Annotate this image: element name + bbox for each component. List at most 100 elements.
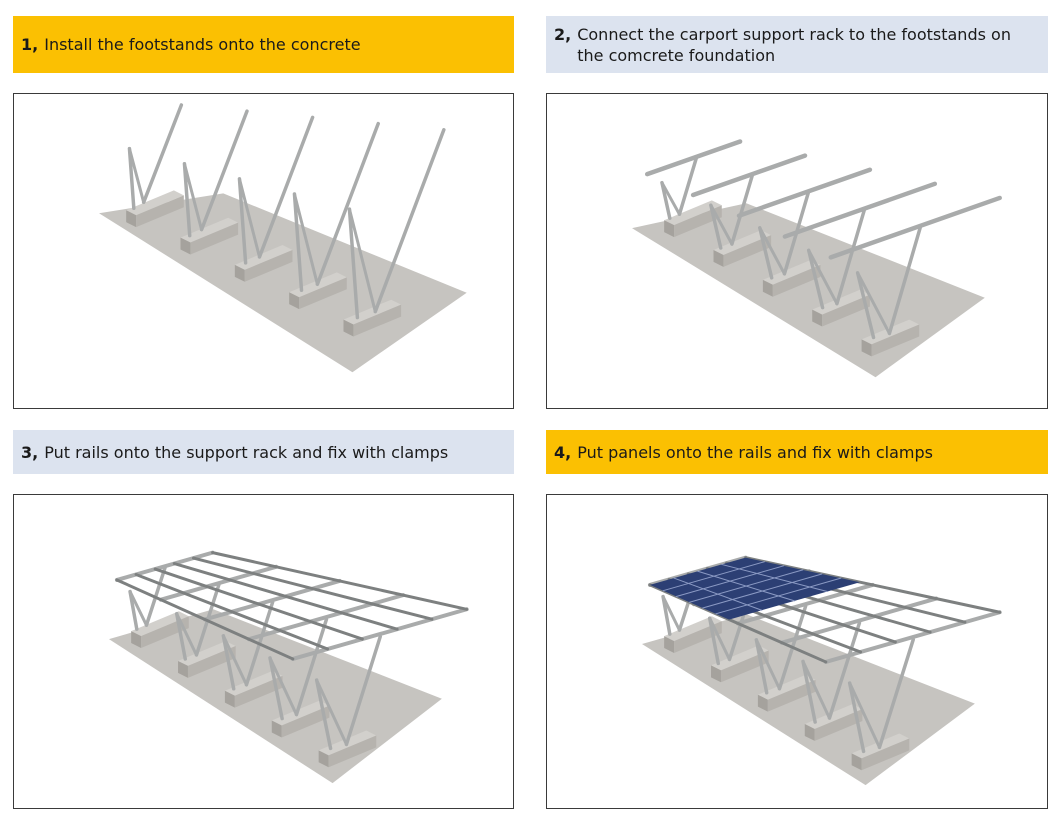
diagonal-brace bbox=[315, 678, 348, 746]
concrete-footing-front bbox=[772, 264, 821, 297]
diagonal-brace bbox=[661, 595, 681, 632]
concrete-footing-side bbox=[804, 724, 815, 741]
concrete-footing bbox=[180, 217, 239, 243]
diagonal-brace bbox=[127, 147, 146, 204]
concrete-footing bbox=[664, 616, 722, 642]
rear-post bbox=[877, 637, 915, 750]
step-4-text: Put panels onto the rails and fix with c… bbox=[577, 442, 933, 462]
diagonal-brace bbox=[268, 656, 298, 717]
rear-post bbox=[141, 103, 184, 205]
rear-post bbox=[835, 208, 866, 306]
concrete-footing-front bbox=[299, 277, 347, 310]
concrete-footing-side bbox=[178, 660, 188, 678]
front-post bbox=[847, 681, 866, 754]
rail bbox=[134, 573, 330, 651]
front-post bbox=[174, 611, 187, 661]
diagonal-brace bbox=[801, 659, 831, 720]
rear-post bbox=[373, 128, 446, 314]
rail bbox=[153, 567, 364, 641]
step-4-number: 4, bbox=[554, 442, 572, 462]
concrete-footing-front bbox=[720, 650, 769, 683]
step-3-label: 3,Put rails onto the support rack and fi… bbox=[13, 430, 514, 474]
concrete-footing-side bbox=[812, 309, 823, 327]
rail bbox=[744, 556, 1002, 614]
concrete-footing-side bbox=[318, 750, 329, 768]
front-post bbox=[801, 659, 817, 724]
concrete-footing-front bbox=[822, 294, 870, 327]
support-beam bbox=[246, 593, 406, 642]
concrete-footing-front bbox=[767, 679, 816, 712]
front-post bbox=[806, 248, 825, 310]
panels-illustration bbox=[641, 555, 1002, 786]
front-post bbox=[660, 180, 672, 220]
rails-illustration bbox=[108, 550, 469, 784]
concrete-footing bbox=[131, 611, 189, 637]
front-post bbox=[268, 656, 284, 721]
concrete-footing-front bbox=[723, 235, 772, 267]
front-post bbox=[221, 634, 236, 691]
front-post bbox=[754, 638, 769, 695]
concrete-footing-front bbox=[190, 222, 239, 255]
concrete-footing-front bbox=[234, 675, 283, 708]
front-post bbox=[347, 207, 360, 320]
concrete-footing bbox=[762, 259, 821, 285]
step-1-illustration bbox=[13, 93, 514, 409]
diagonal-brace bbox=[856, 271, 891, 335]
diagonal-brace bbox=[292, 192, 319, 286]
concrete-footing-side bbox=[762, 279, 773, 297]
diagonal-brace bbox=[221, 634, 248, 687]
concrete-footing-side bbox=[271, 720, 282, 738]
concrete-footing-side bbox=[289, 292, 300, 310]
front-post bbox=[237, 177, 248, 265]
front-post bbox=[707, 616, 720, 666]
front-post bbox=[709, 203, 723, 250]
step-3-text: Put rails onto the support rack and fix … bbox=[44, 442, 449, 462]
diagonal-brace bbox=[347, 207, 377, 314]
diagonal-brace bbox=[848, 681, 881, 749]
concrete-footing-front bbox=[187, 646, 236, 678]
concrete-footing bbox=[812, 289, 870, 315]
concrete-footing bbox=[178, 641, 236, 666]
concrete-footing bbox=[664, 200, 722, 226]
support-beam bbox=[736, 167, 873, 218]
front-post bbox=[661, 594, 672, 636]
front-post bbox=[182, 161, 192, 238]
concrete-footing-front bbox=[136, 195, 184, 228]
front-post bbox=[128, 589, 139, 631]
rail bbox=[648, 583, 828, 664]
concrete-footing bbox=[757, 674, 816, 700]
rear-post bbox=[294, 617, 329, 717]
rear-post bbox=[315, 121, 380, 287]
concrete-footing-side bbox=[664, 220, 675, 238]
concrete-footing bbox=[711, 645, 769, 671]
footstands-illustration bbox=[99, 103, 467, 373]
rear-post bbox=[827, 621, 862, 720]
step-3-number: 3, bbox=[21, 442, 39, 462]
diagonal-brace bbox=[709, 203, 734, 246]
rear-post bbox=[677, 156, 699, 216]
step-1-text: Install the footstands onto the concrete bbox=[44, 35, 361, 54]
concrete-footing bbox=[126, 190, 184, 216]
diagonal-brace bbox=[708, 616, 731, 661]
concrete-footing-side bbox=[861, 339, 872, 357]
concrete-footing-side bbox=[851, 753, 862, 771]
rail bbox=[172, 562, 399, 631]
step-2-illustration bbox=[546, 93, 1048, 409]
front-post bbox=[758, 226, 774, 280]
step-3-illustration bbox=[13, 494, 514, 809]
diagonal-brace bbox=[660, 181, 681, 216]
concrete-footing-side bbox=[131, 631, 142, 649]
concrete-footing-side bbox=[343, 319, 354, 337]
concrete-footing-front bbox=[244, 250, 293, 282]
diagonal-brace bbox=[175, 612, 198, 657]
panel-grid-line bbox=[715, 577, 842, 615]
concrete-footing-side bbox=[757, 694, 768, 712]
concrete-footing-front bbox=[674, 205, 722, 238]
diagonal-brace bbox=[128, 590, 148, 627]
concrete-footing-front bbox=[141, 616, 189, 649]
front-post bbox=[314, 678, 333, 751]
rear-post bbox=[344, 634, 382, 747]
concrete-footing bbox=[713, 230, 772, 255]
concrete-footing-front bbox=[861, 738, 910, 771]
panel-grid-line bbox=[662, 561, 766, 592]
